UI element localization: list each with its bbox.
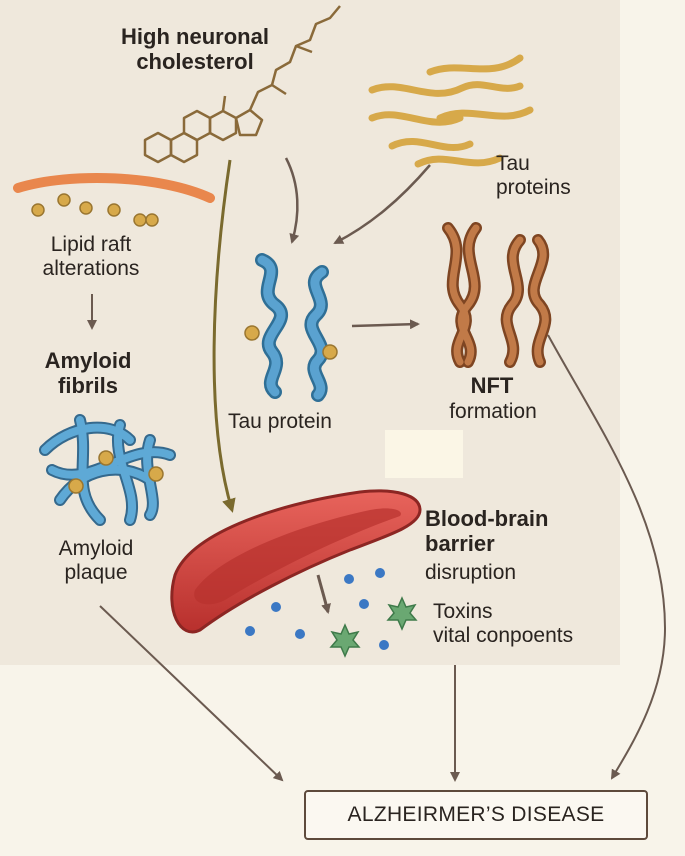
toxin-star-icon [329,596,418,658]
nft-formation-label: formation [449,400,537,423]
lipid-raft-label: Lipid raft alterations [42,233,140,281]
tau-proteins-icon [368,54,534,168]
alzheimers-disease-label: ALZHEIRMER’S DISEASE [347,803,605,826]
cholesterol-label: High neuronal cholesterol [121,24,269,75]
arrow-nft-to-disease [547,334,667,780]
blood-vessel-icon [170,489,422,634]
cholesterol-molecule-icon [143,5,341,164]
lipid-raft-icon [13,172,215,227]
blank-patch [385,430,463,478]
bbb-disruption-label: disruption [425,561,517,584]
arrow-cholesterol-to-bbb [212,159,236,513]
nft-label: NFT [470,373,514,398]
alzheimers-disease-box: ALZHEIRMER’S DISEASE [304,790,648,840]
arrow-tau-proteins-to-tau [333,164,431,245]
leaked-components-icon [245,568,389,650]
bbb-label: Blood-brain barrier [425,506,549,557]
tau-protein-label: Tau protein [228,410,332,433]
arrow-tau-to-nft [351,319,420,330]
tau-proteins-label: Tau proteins [496,152,571,200]
amyloid-fibrils-label: Amyloid fibrils [44,348,132,399]
amyloid-plaque-icon [39,414,176,526]
tau-protein-icon [244,253,338,402]
amyloid-plaque-label: Amyloid plaque [58,537,134,585]
arrow-vessel-to-toxins [316,574,331,614]
arrow-cholesterol-to-tau [284,157,300,244]
nft-tangle-icon [442,222,552,368]
arrow-plaque-to-disease [99,605,284,782]
toxins-label: Toxins vital conpoents [433,600,574,648]
